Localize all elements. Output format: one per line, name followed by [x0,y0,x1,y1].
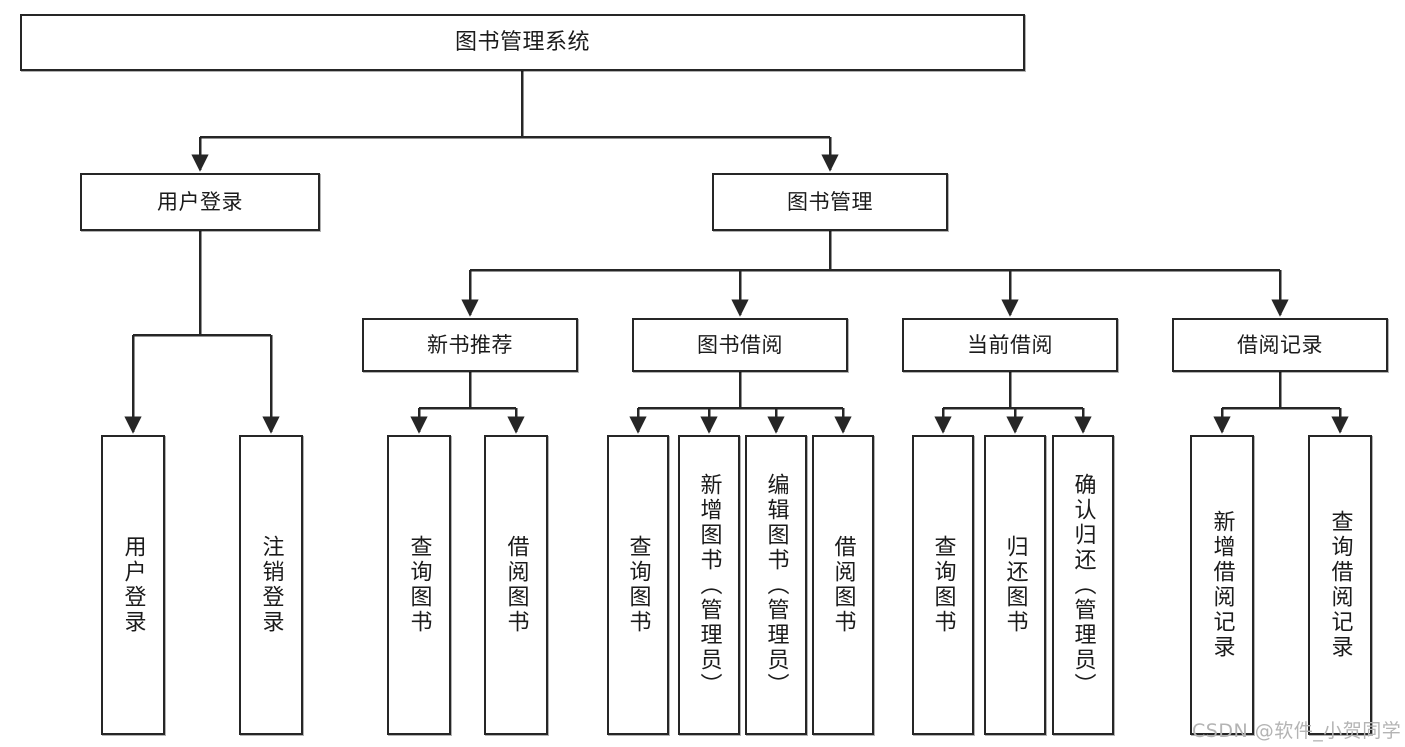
node-leaf-current-confirm-return[interactable]: 确认归还（管理员） [1052,435,1114,735]
node-leaf-record-add-label: 新增借阅记录 [1209,510,1235,660]
node-leaf-recommend-borrow-book[interactable]: 借阅图书 [484,435,548,735]
node-book-manage-label: 图书管理 [787,189,873,214]
node-leaf-user-logout[interactable]: 注销登录 [239,435,303,735]
node-current-borrow-label: 当前借阅 [967,332,1053,357]
node-leaf-user-logout-label: 注销登录 [258,535,284,635]
node-leaf-current-confirm-return-label: 确认归还（管理员） [1070,472,1096,698]
node-leaf-record-query-label: 查询借阅记录 [1327,510,1353,660]
node-borrow-record-label: 借阅记录 [1237,332,1323,357]
node-current-borrow[interactable]: 当前借阅 [902,318,1118,372]
node-book-borrow-label: 图书借阅 [697,332,783,357]
node-leaf-borrow-edit-book[interactable]: 编辑图书（管理员） [745,435,807,735]
node-new-book-recommend-label: 新书推荐 [427,332,513,357]
node-new-book-recommend[interactable]: 新书推荐 [362,318,578,372]
node-leaf-borrow-edit-book-label: 编辑图书（管理员） [763,472,789,698]
node-leaf-recommend-query-book[interactable]: 查询图书 [387,435,451,735]
node-leaf-current-return-book-label: 归还图书 [1002,535,1028,635]
node-root-label: 图书管理系统 [454,29,590,55]
watermark-text: CSDN @软件_小贺同学 [1192,720,1402,742]
node-leaf-borrow-borrow-book[interactable]: 借阅图书 [812,435,874,735]
node-leaf-borrow-query-book[interactable]: 查询图书 [607,435,669,735]
node-leaf-record-query[interactable]: 查询借阅记录 [1308,435,1372,735]
node-leaf-current-return-book[interactable]: 归还图书 [984,435,1046,735]
node-leaf-current-query-book[interactable]: 查询图书 [912,435,974,735]
node-book-borrow[interactable]: 图书借阅 [632,318,848,372]
node-borrow-record[interactable]: 借阅记录 [1172,318,1388,372]
node-book-manage[interactable]: 图书管理 [712,173,948,231]
node-leaf-record-add[interactable]: 新增借阅记录 [1190,435,1254,735]
node-leaf-recommend-query-book-label: 查询图书 [406,535,432,635]
node-leaf-current-query-book-label: 查询图书 [930,535,956,635]
node-leaf-recommend-borrow-book-label: 借阅图书 [503,535,529,635]
node-user-login[interactable]: 用户登录 [80,173,320,231]
node-leaf-user-login[interactable]: 用户登录 [101,435,165,735]
node-leaf-borrow-borrow-book-label: 借阅图书 [830,535,856,635]
node-leaf-user-login-label: 用户登录 [120,535,146,635]
node-leaf-borrow-add-book[interactable]: 新增图书（管理员） [678,435,740,735]
node-root[interactable]: 图书管理系统 [20,14,1025,71]
node-user-login-label: 用户登录 [157,189,243,214]
node-leaf-borrow-query-book-label: 查询图书 [625,535,651,635]
node-leaf-borrow-add-book-label: 新增图书（管理员） [696,472,722,698]
